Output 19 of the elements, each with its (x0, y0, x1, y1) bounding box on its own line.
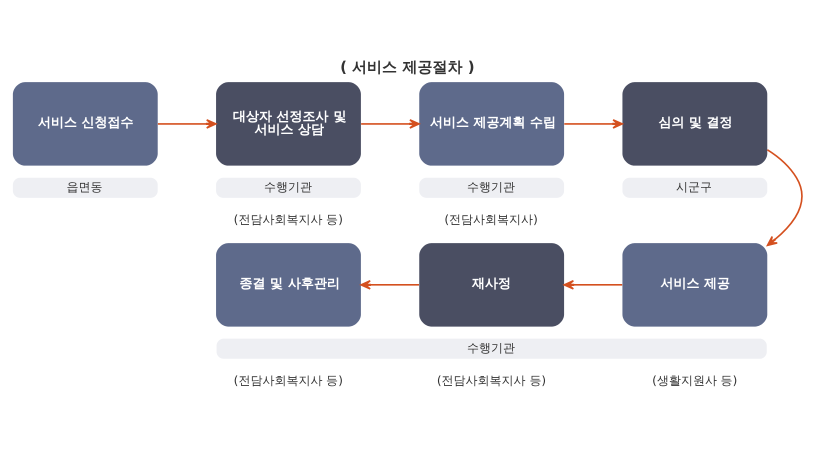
node-box: 서비스 제공계획 수립 (419, 82, 564, 166)
node-label: (전담사회복지사 등) (234, 374, 343, 388)
node-label: (전담사회복지사 등) (436, 374, 546, 388)
node-box: 심의 및 결정 (622, 82, 768, 166)
node-box: 재사정 (419, 243, 564, 327)
node-box: 서비스 신청접수 (12, 82, 158, 166)
node-label: (생활지원사 등) (652, 374, 738, 388)
node-label: (전담사회복지사) (444, 212, 538, 227)
arrow (158, 119, 217, 129)
arrow (563, 280, 622, 290)
arrow (360, 280, 419, 290)
diagram-title: ( 서비스 제공절차 ) (340, 58, 475, 76)
arrow (361, 119, 420, 129)
node-label: (전담사회복지사 등) (234, 212, 343, 227)
arrow (766, 149, 803, 246)
arrow (564, 119, 623, 129)
node-box: 대상자 선정조사 및 서비스 상담 (216, 82, 361, 166)
node-box: 서비스 제공 (622, 243, 768, 327)
node-box: 종결 및 사후관리 (216, 243, 361, 327)
